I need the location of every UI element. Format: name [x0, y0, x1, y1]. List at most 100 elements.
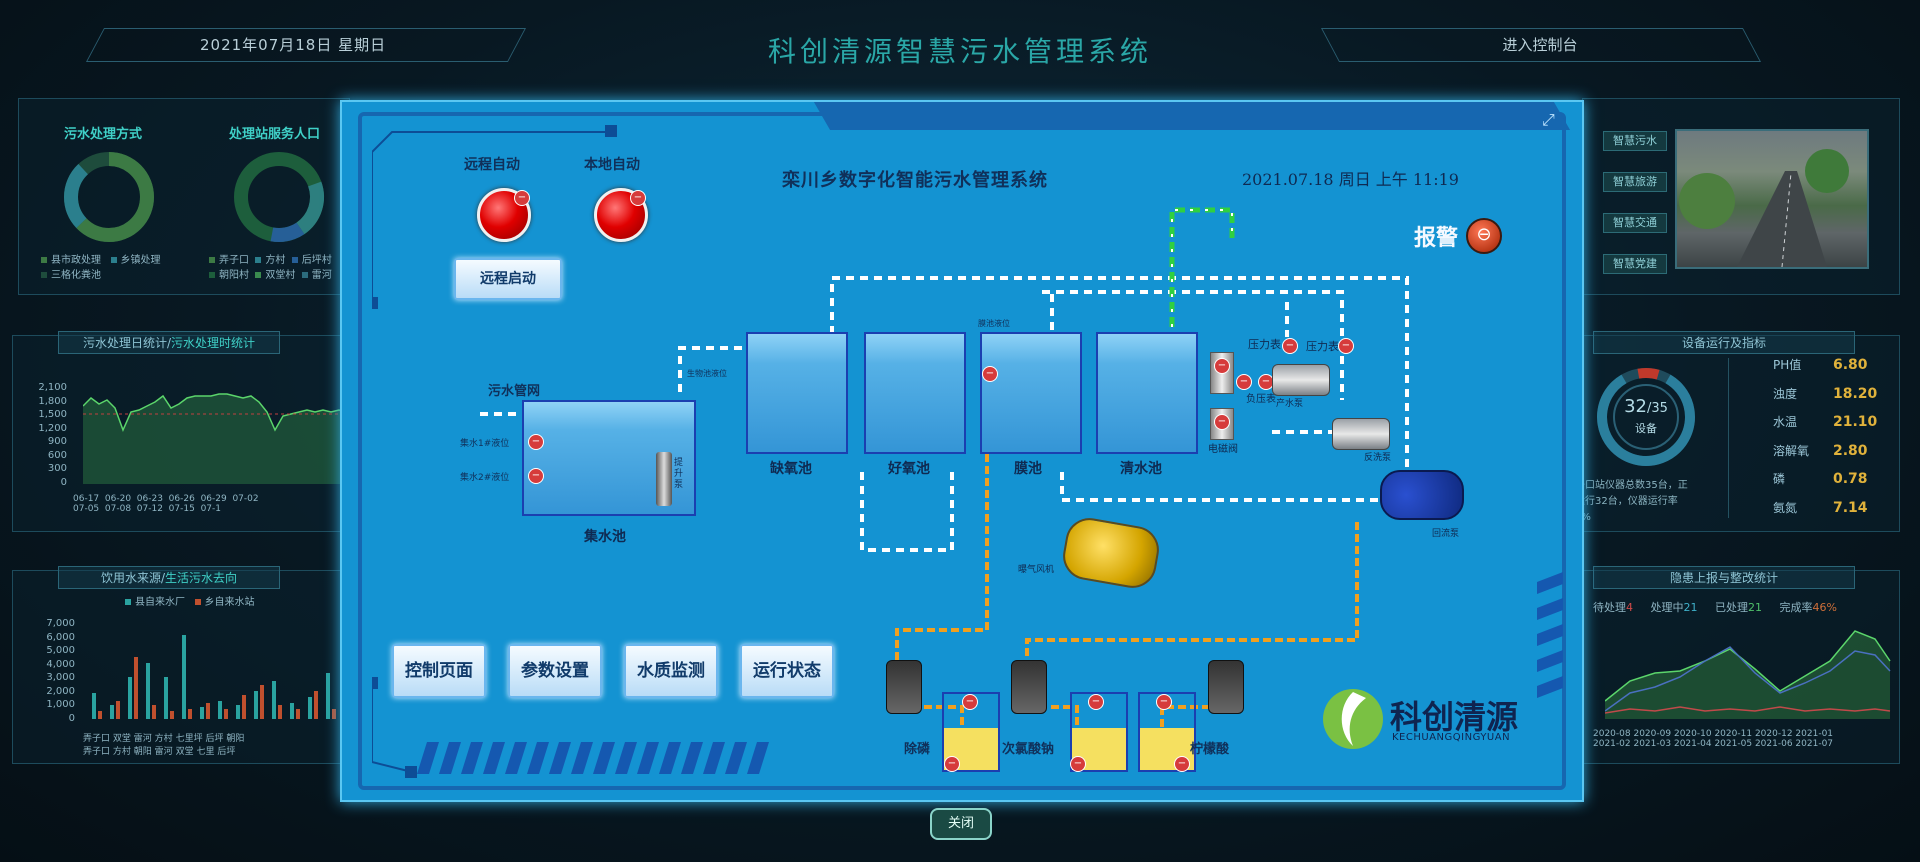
- legend-item: 弄子口: [219, 255, 249, 266]
- dosing-pump3-icon[interactable]: [1208, 660, 1244, 714]
- nav-control-page-button[interactable]: 控制页面: [392, 644, 486, 698]
- legend-item: 双堂村: [265, 270, 296, 281]
- y-tick: 7,000: [46, 618, 75, 629]
- x-tick: 双堂: [112, 734, 131, 744]
- collection-tank[interactable]: 提升泵: [522, 400, 696, 516]
- aerobic-tank[interactable]: [864, 332, 966, 454]
- x-tick: 07-05: [73, 504, 100, 514]
- pressure-gauge2-icon[interactable]: −: [1338, 338, 1354, 354]
- x-tick: 2020-10: [1673, 729, 1712, 739]
- header-bar: 2021年07月18日 星期日 科创清源智慧污水管理系统 进入控制台: [0, 0, 1920, 80]
- daily-stat-title: 污水处理日统计/污水处理时统计: [58, 331, 280, 354]
- membrane-level-icon[interactable]: −: [982, 366, 998, 382]
- blower-label: 曝气风机: [1018, 565, 1055, 575]
- lift-pump-icon[interactable]: [656, 452, 672, 506]
- gauge-total: /35: [1646, 401, 1668, 416]
- y-tick: 0: [68, 712, 75, 724]
- x-tick: 后坪: [205, 734, 224, 744]
- pressure-gauge1-icon[interactable]: −: [1282, 338, 1298, 354]
- stat-value: 4: [1626, 601, 1633, 614]
- modal-datetime: 2021.07.18 周日 上午 11:19: [1242, 170, 1459, 189]
- remote-start-button[interactable]: 远程启动: [454, 258, 562, 300]
- alarm-indicator-icon[interactable]: ⊖: [1466, 218, 1502, 254]
- metric-name: 水温: [1773, 415, 1798, 429]
- y-tick: 0: [60, 476, 67, 488]
- stat-label: 处理中: [1650, 601, 1684, 614]
- x-tick: 七里坪: [175, 734, 203, 744]
- dosing2-level-icon[interactable]: −: [1088, 694, 1104, 710]
- product-pump-icon[interactable]: [1272, 364, 1330, 396]
- x-tick: 弄子口: [83, 734, 111, 744]
- local-minus-icon[interactable]: −: [630, 190, 646, 206]
- stat-label: 待处理: [1593, 601, 1626, 614]
- x-tick: 2021-03: [1633, 739, 1672, 749]
- frame-decoration: [372, 125, 617, 778]
- y-tick: 1,000: [46, 699, 75, 710]
- device-indicators-title: 设备运行及指标: [1593, 331, 1855, 354]
- dosing-pump2-icon[interactable]: [1011, 660, 1047, 714]
- anoxic-tank[interactable]: [746, 332, 848, 454]
- nav-water-quality-button[interactable]: 水质监测: [624, 644, 718, 698]
- x-tick: 07-08: [104, 504, 132, 514]
- daily-yaxis: 2,100 1,800 1,500 1,200 900 600 300 0: [35, 381, 67, 489]
- legend-item: 雷河: [311, 270, 332, 281]
- collect-level2-icon[interactable]: −: [528, 468, 544, 484]
- membrane-tank[interactable]: [980, 332, 1082, 454]
- dosing3-level-icon[interactable]: −: [1156, 694, 1172, 710]
- tab-hourly[interactable]: 污水处理时统计: [171, 336, 256, 350]
- population-legend: 弄子口 方村 后坪村 朝阳村 双堂村 雷河: [209, 251, 332, 281]
- header-date: 2021年07月18日 星期日: [200, 36, 387, 54]
- valve-upper-status-icon[interactable]: −: [1214, 358, 1230, 374]
- hazard-area-chart: [1605, 630, 1891, 719]
- camera-feed-image[interactable]: [1675, 129, 1869, 269]
- divider: [1728, 358, 1729, 518]
- panel-smart-links: 智慧污水 智慧旅游 智慧交通 智慧党建: [1582, 98, 1900, 295]
- return-pump-icon[interactable]: [1380, 470, 1464, 520]
- remote-minus-icon[interactable]: −: [514, 190, 530, 206]
- brand-logo-icon: [1323, 689, 1383, 749]
- collect-level2-label: 集水2#液位: [460, 473, 510, 483]
- anoxic-tank-label: 缺氧池: [770, 461, 812, 477]
- link-smart-tourism[interactable]: 智慧旅游: [1603, 172, 1667, 192]
- y-tick: 1,500: [38, 409, 67, 420]
- link-smart-sewage[interactable]: 智慧污水: [1603, 131, 1667, 151]
- device-gauge: [1597, 368, 1695, 466]
- legend-item: 县自来水厂: [135, 597, 185, 608]
- x-tick: 弄子口: [83, 747, 111, 757]
- return-pump-label: 回流泵: [1432, 529, 1460, 539]
- legend-item: 县市政处理: [51, 255, 101, 266]
- dosing-pump1-icon[interactable]: [886, 660, 922, 714]
- hazard-stat-title: 隐患上报与整改统计: [1593, 566, 1855, 589]
- collect-level1-icon[interactable]: −: [528, 434, 544, 450]
- phosphorus-label: 除磷: [904, 742, 931, 757]
- panel-water-source: 饮用水来源/生活污水去向 县自来水厂 乡自来水站 7,000 6,000 5,0…: [12, 566, 350, 764]
- x-tick: 2020-11: [1714, 729, 1753, 739]
- collection-tank-label: 集水池: [584, 529, 626, 545]
- dosing1-level-icon[interactable]: −: [962, 694, 978, 710]
- y-tick: 1,200: [38, 422, 67, 434]
- solenoid-valve-status-icon[interactable]: −: [1214, 414, 1230, 430]
- nav-run-status-button[interactable]: 运行状态: [740, 644, 834, 698]
- tab-drinking-source[interactable]: 饮用水来源/: [100, 571, 166, 585]
- x-tick: 2020-09: [1633, 729, 1672, 739]
- link-smart-party[interactable]: 智慧党建: [1603, 254, 1667, 274]
- x-tick: 06-17: [73, 494, 100, 504]
- dosing1-status-icon[interactable]: −: [944, 756, 960, 772]
- link-smart-traffic[interactable]: 智慧交通: [1603, 213, 1667, 233]
- dosing3-status-icon[interactable]: −: [1174, 756, 1190, 772]
- close-button[interactable]: 关闭: [930, 808, 992, 840]
- metric-name: 浊度: [1773, 386, 1798, 401]
- legend-item: 乡镇处理: [120, 255, 161, 266]
- x-tick: 2021-05: [1714, 739, 1753, 749]
- water-source-legend: 县自来水厂 乡自来水站: [125, 593, 255, 608]
- clear-water-tank[interactable]: [1096, 332, 1198, 454]
- backwash-pump-icon[interactable]: [1332, 418, 1390, 450]
- tab-daily[interactable]: 污水处理日统计/: [82, 336, 172, 350]
- expand-icon[interactable]: ⤢: [1542, 110, 1555, 129]
- neg-pressure-icon[interactable]: −: [1236, 374, 1252, 390]
- enter-console-link[interactable]: 进入控制台: [1502, 36, 1578, 54]
- nav-parameter-settings-button[interactable]: 参数设置: [508, 644, 602, 698]
- tab-sewage-destination[interactable]: 生活污水去向: [165, 571, 238, 585]
- dosing2-status-icon[interactable]: −: [1070, 756, 1086, 772]
